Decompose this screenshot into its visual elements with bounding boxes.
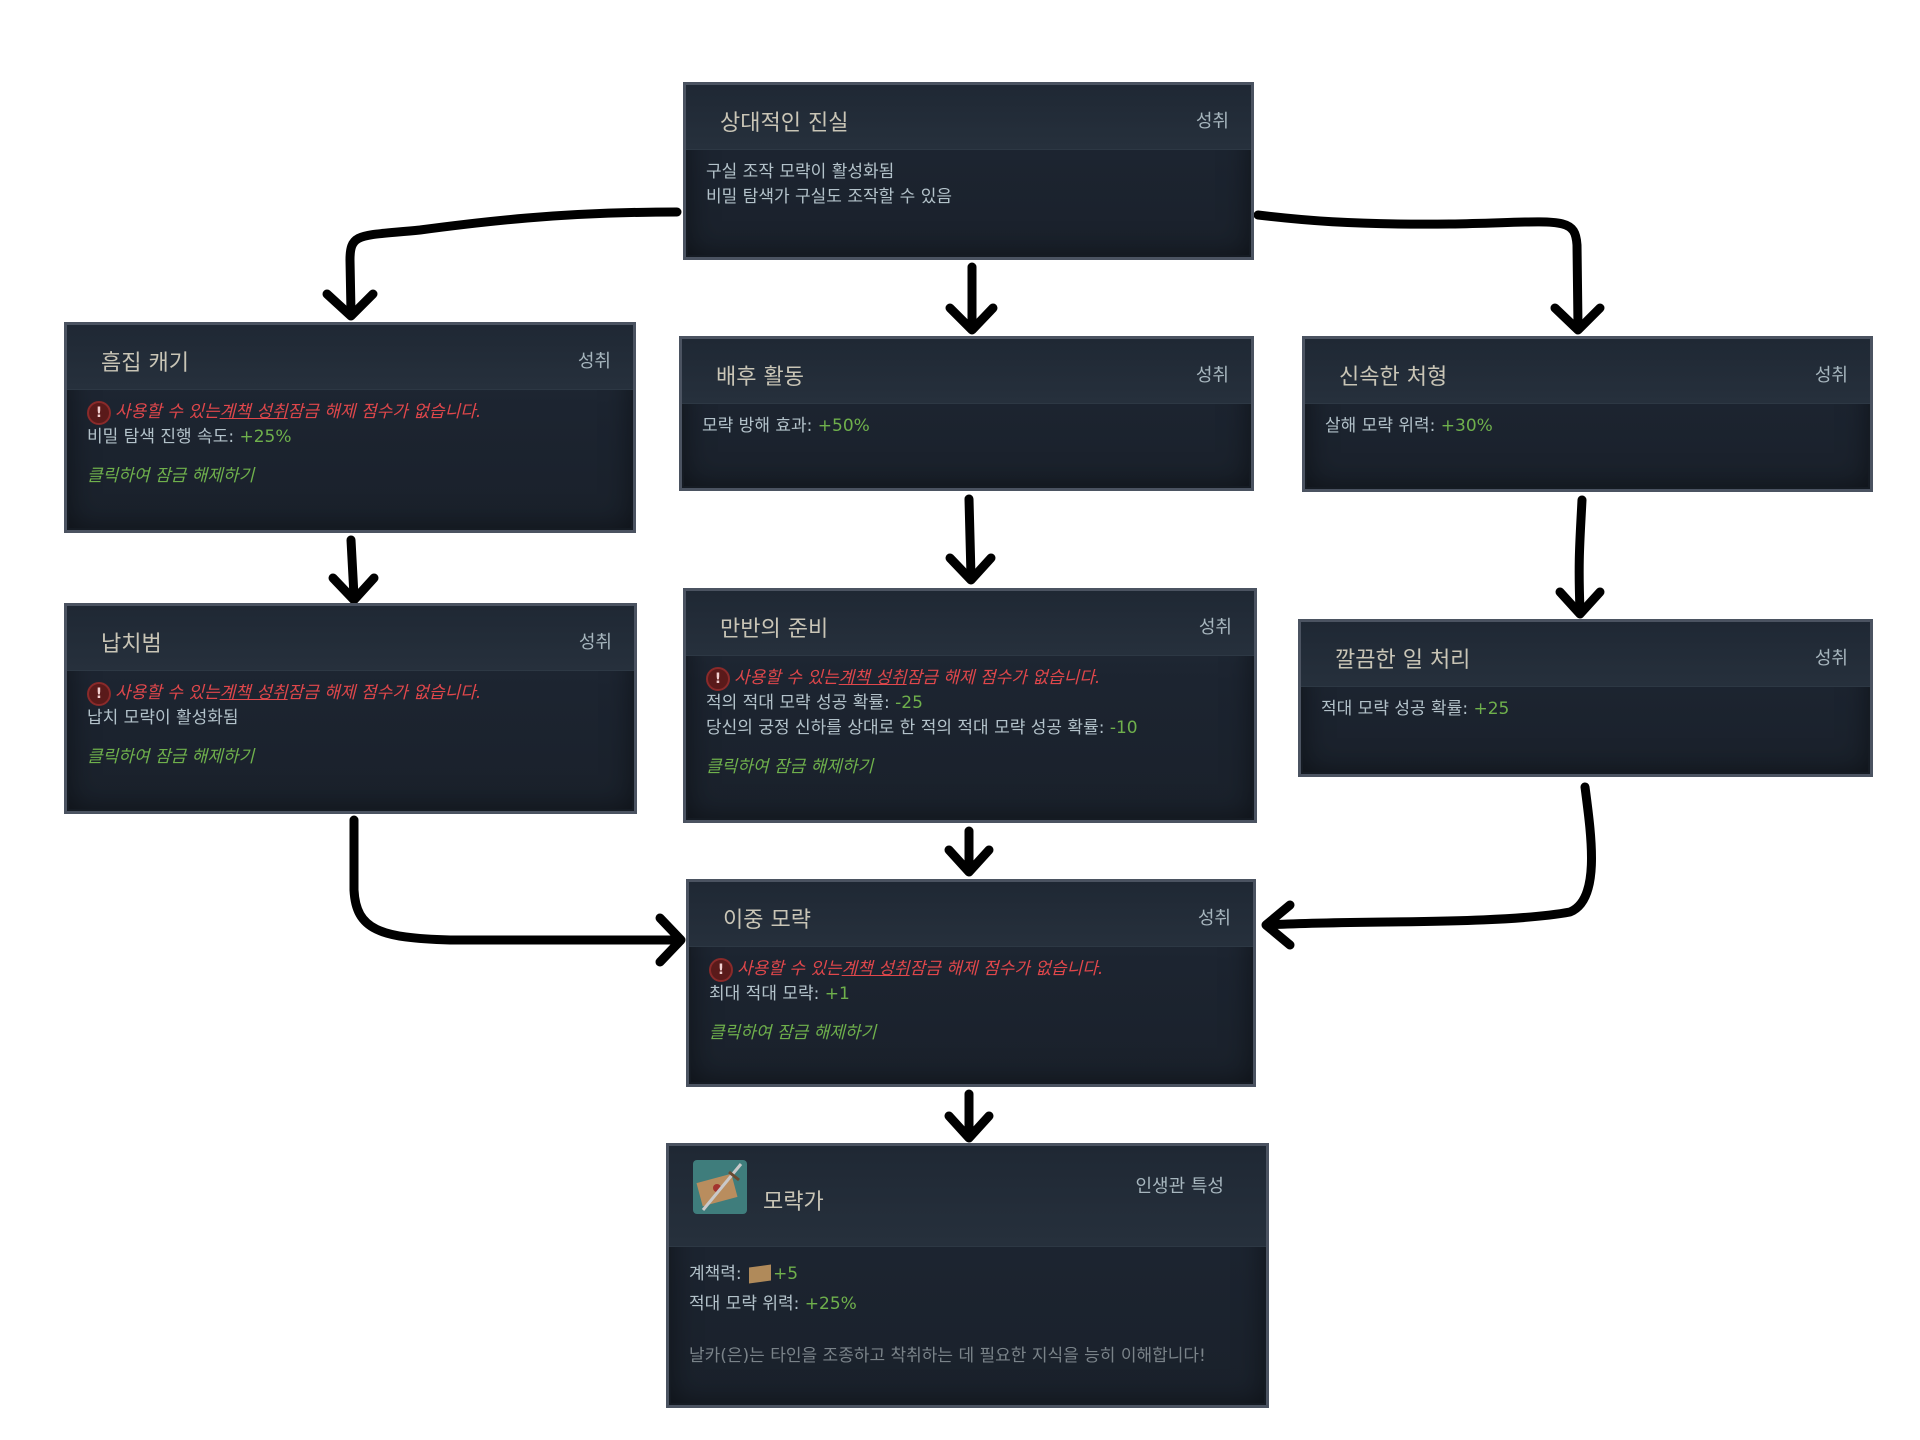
effect-line: 납치 모략이 활성화됨 (87, 708, 239, 728)
stat-label: 적대 모략 위력: (689, 1294, 805, 1314)
node-title: 모략가 (763, 1190, 824, 1215)
node-backroom[interactable]: 배후 활동 성취 모략 방해 효과: +50% (679, 336, 1254, 491)
effect-line: 모략 방해 효과: +50% (702, 414, 1231, 439)
node-title: 신속한 처형 (1339, 365, 1448, 390)
unlock-link[interactable]: 클릭하여 잠금 해제하기 (709, 1023, 877, 1043)
stat-label: 계책력: (689, 1264, 748, 1284)
node-swift-execution[interactable]: 신속한 처형 성취 살해 모략 위력: +30% (1302, 336, 1873, 492)
effect-line: 비밀 탐색 진행 속도: +25% (87, 425, 613, 450)
warning-message: !사용할 수 있는 계책 성취 잠금 해제 점수가 없습니다. (87, 400, 613, 425)
effect-line: 적대 모략 성공 확률: +25 (1321, 697, 1850, 722)
node-title: 흠집 캐기 (101, 351, 189, 376)
effect-line: 적의 적대 모략 성공 확률: -25 (706, 691, 1234, 716)
warning-text: 사용할 수 있는 (115, 402, 220, 422)
stat-label: 당신의 궁정 신하를 상대로 한 적의 적대 모략 성공 확률: (706, 718, 1110, 738)
effect-line: 계책력: +5 (689, 1259, 1246, 1289)
node-kind: 성취 (1198, 617, 1232, 638)
node-kind: 성취 (578, 632, 612, 653)
node-schemer-trait[interactable]: 모략가 인생관 특성 계책력: +5 적대 모략 위력: +25% 날카(은)는… (666, 1143, 1269, 1408)
arrow-double-to-schemer (944, 1089, 994, 1143)
warning-text: 사용할 수 있는 (737, 959, 842, 979)
warning-text: 사용할 수 있는 (734, 668, 839, 688)
arrow-kidnapper-to-double (349, 815, 686, 967)
arrow-dig-dirt-to-kidnapper (328, 535, 379, 605)
stat-value: -25 (895, 693, 923, 713)
stat-label: 비밀 탐색 진행 속도: (87, 427, 240, 447)
intrigue-icon (749, 1264, 772, 1284)
warning-icon: ! (709, 957, 733, 982)
arrow-truth-to-swift-exec (1253, 210, 1605, 335)
effect-line: 적대 모략 위력: +25% (689, 1289, 1246, 1319)
effect-line: 비밀 탐색가 구실도 조작할 수 있음 (706, 187, 952, 207)
node-title: 납치범 (101, 632, 162, 657)
warning-text: 잠금 해제 점수가 없습니다. (287, 402, 482, 422)
warning-link[interactable]: 계책 성취 (219, 683, 288, 703)
warning-text: 사용할 수 있는 (115, 683, 220, 703)
warning-message: !사용할 수 있는 계책 성취 잠금 해제 점수가 없습니다. (706, 666, 1234, 691)
node-kind: 성취 (1197, 908, 1231, 929)
arrow-truth-to-backroom (945, 262, 998, 335)
stat-label: 최대 적대 모략: (709, 984, 825, 1004)
warning-text: 잠금 해제 점수가 없습니다. (906, 668, 1101, 688)
stat-value: +30% (1440, 416, 1493, 436)
node-relative-truth[interactable]: 상대적인 진실 성취 구실 조작 모략이 활성화됨 비밀 탐색가 구실도 조작할 … (683, 82, 1254, 260)
warning-message: !사용할 수 있는 계책 성취 잠금 해제 점수가 없습니다. (87, 681, 614, 706)
node-kind: 성취 (1814, 648, 1848, 669)
unlock-link[interactable]: 클릭하여 잠금 해제하기 (87, 466, 255, 486)
node-kind: 성취 (577, 351, 611, 372)
effect-line: 당신의 궁정 신하를 상대로 한 적의 적대 모략 성공 확률: -10 (706, 716, 1234, 741)
unlock-link[interactable]: 클릭하여 잠금 해제하기 (87, 747, 255, 767)
node-kind: 성취 (1814, 365, 1848, 386)
warning-text: 잠금 해제 점수가 없습니다. (287, 683, 482, 703)
stat-value: +1 (824, 984, 850, 1004)
node-title: 만반의 준비 (720, 617, 829, 642)
arrow-prepared-to-double (944, 826, 994, 877)
warning-link[interactable]: 계책 성취 (841, 959, 910, 979)
stat-value: +25% (804, 1294, 857, 1314)
node-kind: 성취 (1195, 365, 1229, 386)
node-kidnapper[interactable]: 납치범 성취 !사용할 수 있는 계책 성취 잠금 해제 점수가 없습니다. 납치… (64, 603, 637, 814)
arrow-backroom-to-prepared (945, 494, 996, 585)
warning-icon: ! (87, 681, 111, 706)
warning-link[interactable]: 계책 성취 (838, 668, 907, 688)
node-kind: 인생관 특성 (1135, 1176, 1224, 1197)
warning-icon: ! (706, 666, 730, 691)
effect-line: 구실 조작 모략이 활성화됨 (706, 162, 895, 182)
node-kind: 성취 (1195, 111, 1229, 132)
node-title: 이중 모략 (723, 908, 811, 933)
node-clean-job[interactable]: 깔끔한 일 처리 성취 적대 모략 성공 확률: +25 (1298, 619, 1873, 777)
node-title: 깔끔한 일 처리 (1335, 648, 1471, 673)
effect-line: 최대 적대 모략: +1 (709, 982, 1233, 1007)
trait-description: 날카(은)는 타인을 조종하고 착취하는 데 필요한 지식을 능히 이해합니다! (689, 1346, 1206, 1366)
node-well-prepared[interactable]: 만반의 준비 성취 !사용할 수 있는 계책 성취 잠금 해제 점수가 없습니다.… (683, 588, 1257, 823)
stat-value: -10 (1109, 718, 1138, 738)
arrow-truth-to-dig-dirt (322, 207, 682, 321)
warning-text: 잠금 해제 점수가 없습니다. (909, 959, 1104, 979)
arrow-swift-to-clean-job (1555, 495, 1605, 619)
stat-value: +25 (1473, 699, 1510, 719)
stat-value: +25% (239, 427, 292, 447)
node-title: 배후 활동 (716, 365, 804, 390)
warning-message: !사용할 수 있는 계책 성취 잠금 해제 점수가 없습니다. (709, 957, 1233, 982)
warning-icon: ! (87, 400, 111, 425)
letter-dagger-icon (693, 1160, 747, 1214)
effect-line: 살해 모략 위력: +30% (1325, 414, 1850, 439)
stat-value: +50% (817, 416, 870, 436)
unlock-link[interactable]: 클릭하여 잠금 해제하기 (706, 757, 874, 777)
arrow-clean-to-double (1261, 782, 1596, 950)
stat-label: 적의 적대 모략 성공 확률: (706, 693, 896, 713)
stat-value: +5 (773, 1264, 799, 1284)
node-title: 상대적인 진실 (720, 111, 849, 136)
stat-label: 모략 방해 효과: (702, 416, 818, 436)
warning-link[interactable]: 계책 성취 (219, 402, 288, 422)
stat-label: 살해 모략 위력: (1325, 416, 1441, 436)
stat-label: 적대 모략 성공 확률: (1321, 699, 1474, 719)
